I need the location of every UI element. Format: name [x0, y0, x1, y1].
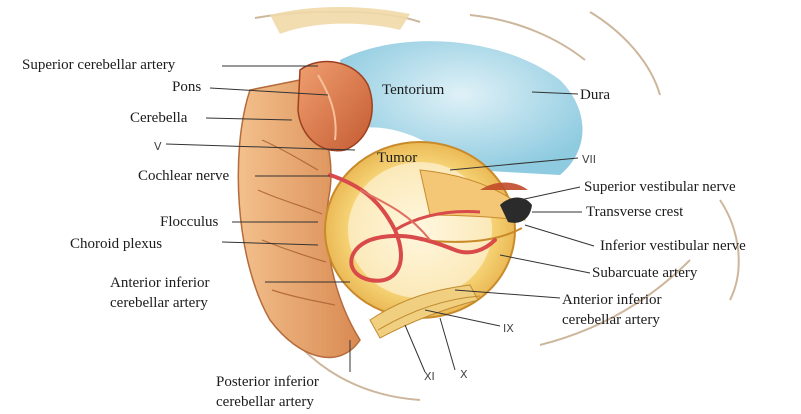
label-aica-left-line2: cerebellar artery	[110, 293, 210, 313]
label-posterior-inferior-cerebellar-artery: Posterior inferior cerebellar artery	[216, 372, 319, 412]
label-vii: VII	[582, 151, 596, 168]
label-pica-line1: Posterior inferior	[216, 372, 319, 392]
label-choroid-plexus: Choroid plexus	[70, 236, 162, 253]
label-tentorium: Tentorium	[382, 82, 444, 99]
label-aica-right-line2: cerebellar artery	[562, 310, 662, 330]
label-ix: IX	[503, 320, 514, 337]
label-subarcuate-artery: Subarcuate artery	[592, 265, 697, 282]
label-pica-line2: cerebellar artery	[216, 392, 319, 412]
label-cerebella: Cerebella	[130, 110, 187, 127]
label-transverse-crest: Transverse crest	[586, 204, 683, 221]
label-aica-right-line1: Anterior inferior	[562, 290, 662, 310]
label-anterior-inferior-cerebellar-artery-left: Anterior inferior cerebellar artery	[110, 273, 210, 313]
label-pons: Pons	[172, 79, 201, 96]
label-dura: Dura	[580, 87, 610, 104]
label-superior-vestibular-nerve: Superior vestibular nerve	[584, 179, 736, 196]
label-tumor: Tumor	[377, 150, 417, 167]
label-inferior-vestibular-nerve: Inferior vestibular nerve	[600, 238, 746, 255]
label-x: X	[460, 366, 468, 383]
label-v: V	[154, 138, 162, 155]
label-anterior-inferior-cerebellar-artery-right: Anterior inferior cerebellar artery	[562, 290, 662, 330]
label-aica-left-line1: Anterior inferior	[110, 273, 210, 293]
dura-fold	[270, 7, 410, 34]
label-cochlear-nerve: Cochlear nerve	[138, 168, 229, 185]
label-superior-cerebellar-artery: Superior cerebellar artery	[22, 57, 175, 74]
label-xi: XI	[424, 368, 435, 385]
label-flocculus: Flocculus	[160, 214, 218, 231]
